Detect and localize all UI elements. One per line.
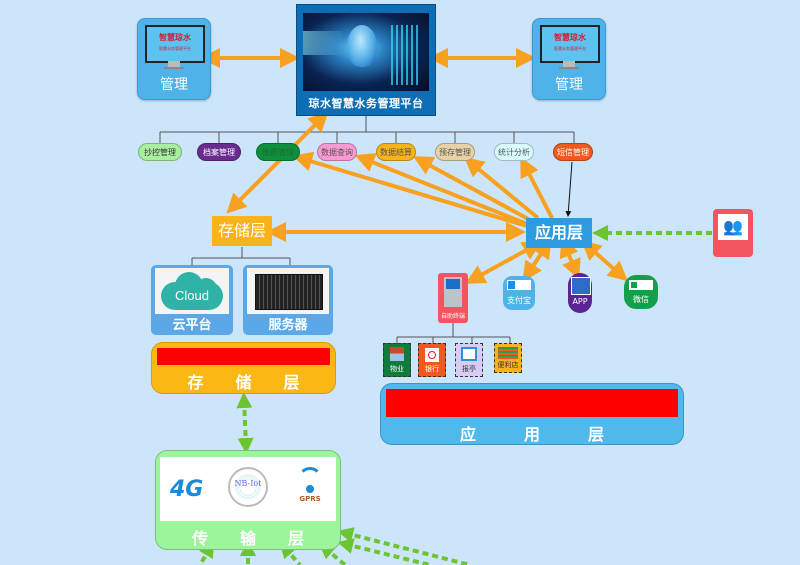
bank-icon	[425, 348, 439, 362]
monitor-screen: 智慧琼水 智慧水务管理平台	[145, 25, 205, 63]
storage-layer-box[interactable]: 存 储 层	[151, 342, 336, 394]
monitor-screen: 智慧琼水 智慧水务管理平台	[540, 25, 600, 63]
nbiot-tower-icon: NB-Iot	[228, 467, 268, 507]
arrow-app-stats	[520, 156, 554, 219]
wechat-icon	[629, 280, 653, 290]
terminal-label: 管理	[160, 77, 188, 93]
arrow-storage-transport	[236, 392, 254, 454]
cloud-icon: Cloud	[155, 268, 229, 314]
outlet-label: 银行	[425, 365, 439, 373]
ai-head-image	[303, 13, 429, 91]
arrow-platform-storage	[226, 111, 329, 214]
arrow-app-app	[559, 236, 581, 280]
module-payment[interactable]: 缴费管理	[256, 143, 300, 161]
channel-label: 自助终端	[440, 313, 465, 320]
module-sms[interactable]: 短信管理	[553, 143, 593, 161]
outlet-kiosk[interactable]: 报亭	[455, 343, 483, 377]
module-label: 抄控管理	[144, 148, 176, 157]
arrow-transport-out-6	[318, 542, 347, 565]
store-icon	[498, 347, 518, 359]
application-red-bar	[386, 389, 678, 417]
storage-layer-label: 存 储 层	[187, 373, 300, 392]
channel-self-service-terminal[interactable]: 自助终端	[438, 273, 468, 323]
terminal-label: 管理	[555, 77, 583, 93]
cloud-platform-card[interactable]: Cloud 云平台	[151, 265, 233, 335]
application-layer-tag[interactable]: 应用层	[526, 218, 592, 248]
channel-label: APP	[572, 297, 588, 306]
arrow-sms-app	[565, 161, 573, 217]
terminal-brand: 智慧琼水	[159, 33, 191, 42]
module-data-query[interactable]: 数据查询	[317, 143, 357, 161]
platform-node[interactable]: 琼水智慧水务管理平台	[296, 4, 436, 116]
app-icon	[571, 277, 591, 295]
management-terminal-left[interactable]: 智慧琼水 智慧水务管理平台 管理	[137, 18, 211, 100]
alipay-icon	[507, 280, 531, 290]
cloud-platform-label: 云平台	[172, 318, 212, 333]
monitor-base-icon	[164, 67, 184, 69]
transport-layer-box[interactable]: 4G NB-Iot GPRS 传 输 层	[155, 450, 341, 550]
arrow-transport-out-3	[198, 541, 215, 565]
outlet-bank[interactable]: 银行	[418, 343, 446, 377]
module-label: 数据查询	[321, 148, 353, 157]
arrow-transport-out-2	[337, 538, 431, 565]
transport-icons-panel: 4G NB-Iot GPRS	[160, 457, 336, 521]
users-group-icon: 👥	[718, 214, 748, 240]
arrow-app-prepay	[463, 156, 540, 220]
server-icon	[247, 268, 329, 314]
kiosk-icon	[461, 347, 477, 361]
module-archive[interactable]: 档案管理	[197, 143, 241, 161]
module-label: 缴费管理	[262, 148, 294, 157]
server-card[interactable]: 服务器	[243, 265, 333, 335]
monitor-stand-icon	[168, 61, 180, 67]
transport-layer-label: 传 输 层	[191, 529, 304, 548]
channel-label: 微信	[633, 295, 649, 304]
arrow-app-settle	[412, 156, 531, 222]
arrow-app-query	[354, 153, 528, 226]
module-label: 数据结算	[380, 148, 412, 157]
gprs-icon: GPRS	[295, 467, 325, 507]
module-label: 预存管理	[439, 148, 471, 157]
terminal-subtitle: 智慧水务管理平台	[159, 46, 191, 51]
module-label: 统计分析	[498, 148, 530, 157]
arrow-app-alipay	[522, 238, 552, 282]
channel-label: 支付宝	[507, 296, 531, 305]
monitor-stand-icon	[563, 61, 575, 67]
module-data-settlement[interactable]: 数据结算	[376, 143, 416, 161]
application-layer-box[interactable]: 应 用 层	[380, 383, 684, 445]
outlet-label: 便利店	[497, 361, 519, 369]
application-layer-label: 应 用 层	[459, 425, 604, 444]
management-terminal-right[interactable]: 智慧琼水 智慧水务管理平台 管理	[532, 18, 606, 100]
arrow-app-fee	[292, 151, 528, 228]
arrow-transport-out-1	[337, 527, 471, 565]
module-prepay[interactable]: 预存管理	[435, 143, 475, 161]
server-label: 服务器	[268, 318, 308, 333]
gprs-label: GPRS	[299, 495, 321, 503]
terminal-brand: 智慧琼水	[554, 33, 586, 42]
module-meter-control[interactable]: 抄控管理	[138, 143, 182, 161]
terminal-subtitle: 智慧水务管理平台	[554, 46, 586, 51]
arrow-app-wechat	[580, 240, 629, 282]
cloud-icon-text: Cloud	[175, 288, 209, 303]
property-icon	[390, 347, 404, 361]
channel-alipay[interactable]: 支付宝	[503, 276, 535, 310]
arrow-transport-out-5	[279, 542, 302, 565]
channel-wechat[interactable]: 微信	[624, 275, 658, 309]
atm-icon	[444, 277, 462, 307]
4g-icon: 4G	[170, 477, 204, 502]
monitor-base-icon	[559, 67, 579, 69]
nbiot-label: NB-Iot	[234, 479, 262, 488]
outlet-convenience-store[interactable]: 便利店	[494, 343, 522, 373]
storage-layer-tag[interactable]: 存储层	[212, 216, 272, 246]
module-statistics[interactable]: 统计分析	[494, 143, 534, 161]
storage-red-bar	[157, 348, 330, 365]
module-label: 档案管理	[203, 148, 235, 157]
channel-app[interactable]: APP	[568, 273, 592, 313]
platform-title: 琼水智慧水务管理平台	[308, 97, 424, 110]
users-node[interactable]: 👥	[713, 209, 753, 257]
outlet-label: 报亭	[462, 365, 476, 373]
outlet-label: 物业	[390, 365, 404, 373]
outlet-property[interactable]: 物业	[383, 343, 411, 377]
module-label: 短信管理	[557, 148, 589, 157]
